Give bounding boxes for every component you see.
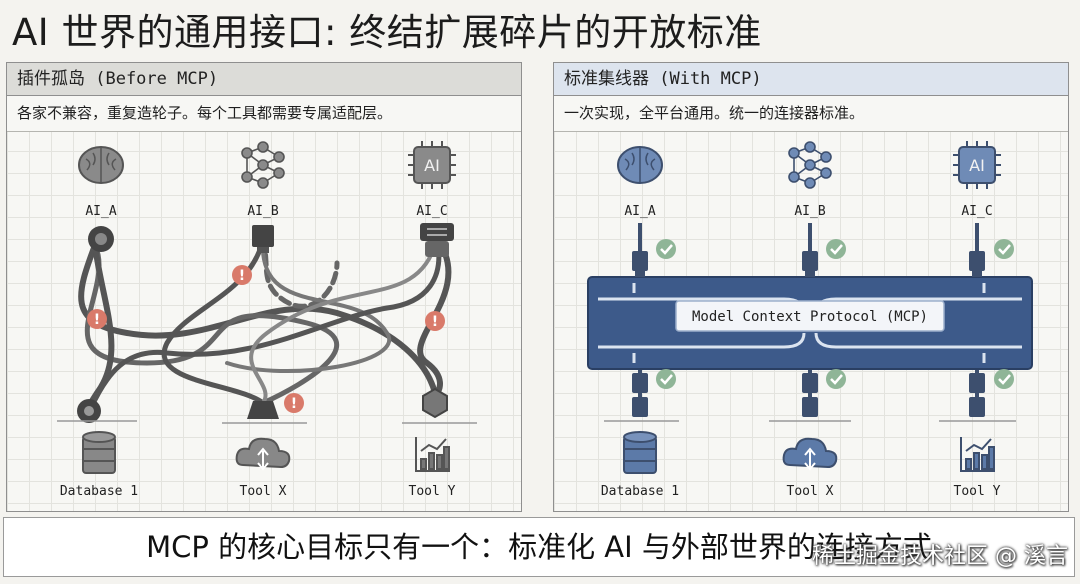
mcp-hub-label: Model Context Protocol (MCP) — [692, 309, 928, 325]
model-label-ai-c: AI_C — [416, 204, 447, 219]
warning-icon: ! — [87, 309, 107, 329]
cloud-icon — [782, 437, 838, 471]
check-icon — [994, 239, 1014, 259]
plug-bottom-tool-y — [969, 373, 985, 417]
chip-icon: AI — [953, 141, 1001, 189]
page-title: AI 世界的通用接口: 终结扩展碎片的开放标准 — [12, 11, 762, 54]
tool-label-database: Database 1 — [601, 484, 679, 499]
tool-label-database: Database 1 — [60, 484, 138, 499]
panel-header-before: 插件孤岛 (Before MCP) — [7, 63, 521, 96]
panel-subtitle-before: 各家不兼容，重复造轮子。每个工具都需要专属适配层。 — [7, 96, 521, 132]
connector-ai-c — [420, 223, 454, 257]
chart-icon — [415, 437, 450, 472]
svg-text:!: ! — [432, 314, 438, 330]
connector-ai-a — [88, 226, 114, 252]
svg-text:!: ! — [291, 396, 297, 412]
watermark: 稀土掘金技术社区 @ 溪言 — [812, 544, 1068, 569]
brain-icon — [617, 146, 663, 184]
neural-network-icon — [788, 141, 832, 189]
warning-icon: ! — [284, 393, 304, 413]
chip-icon: AI — [408, 141, 456, 189]
tool-label-tool-y: Tool Y — [954, 484, 1001, 499]
warning-icon: ! — [425, 311, 445, 331]
database-icon — [82, 431, 116, 474]
plug-bottom-database — [632, 373, 648, 417]
svg-text:!: ! — [94, 312, 100, 328]
connector-tool-x — [247, 401, 279, 419]
connector-database — [77, 399, 101, 423]
svg-text:AI: AI — [969, 156, 985, 175]
summary-text: MCP 的核心目标只有一个：标准化 AI 与外部世界的连接方式 — [146, 530, 932, 564]
tool-label-tool-x: Tool X — [240, 484, 287, 499]
plug-top-ai-b — [802, 251, 818, 277]
plug-bottom-tool-x — [802, 373, 818, 417]
check-icon — [656, 369, 676, 389]
plug-top-ai-c — [969, 251, 985, 277]
before-mcp-panel: 插件孤岛 (Before MCP) 各家不兼容，重复造轮子。每个工具都需要专属适… — [6, 62, 522, 512]
plug-top-ai-a — [632, 251, 648, 277]
before-mcp-diagram: ! ! ! ! AI — [57, 141, 477, 499]
neural-network-icon — [241, 141, 285, 189]
with-mcp-panel: 标准集线器 (With MCP) 一次实现，全平台通用。统一的连接器标准。 Mo… — [553, 62, 1069, 512]
summary-banner: MCP 的核心目标只有一个：标准化 AI 与外部世界的连接方式 — [3, 517, 1075, 577]
check-icon — [826, 369, 846, 389]
check-icon — [994, 369, 1014, 389]
svg-text:AI: AI — [424, 156, 440, 175]
connector-tool-y — [422, 387, 448, 419]
panel-header-with: 标准集线器 (With MCP) — [554, 63, 1068, 96]
model-label-ai-b: AI_B — [247, 204, 278, 219]
svg-text:!: ! — [239, 268, 245, 284]
connector-ai-b — [252, 225, 274, 253]
tangled-cables — [78, 236, 452, 411]
model-label-ai-a: AI_A — [85, 204, 116, 219]
mcp-hub: Model Context Protocol (MCP) — [587, 276, 1033, 370]
tool-label-tool-y: Tool Y — [409, 484, 456, 499]
chart-icon — [960, 437, 995, 472]
tool-label-tool-x: Tool X — [787, 484, 834, 499]
model-label-ai-a: AI_A — [624, 204, 655, 219]
check-icon — [656, 239, 676, 259]
model-label-ai-b: AI_B — [794, 204, 825, 219]
with-mcp-diagram: Model Context Protocol (MCP) — [587, 141, 1033, 499]
panel-subtitle-with: 一次实现，全平台通用。统一的连接器标准。 — [554, 96, 1068, 132]
database-icon — [623, 431, 657, 474]
check-icon — [826, 239, 846, 259]
brain-icon — [78, 146, 124, 184]
cloud-icon — [235, 437, 291, 471]
model-label-ai-c: AI_C — [961, 204, 992, 219]
warning-icon: ! — [232, 265, 252, 285]
